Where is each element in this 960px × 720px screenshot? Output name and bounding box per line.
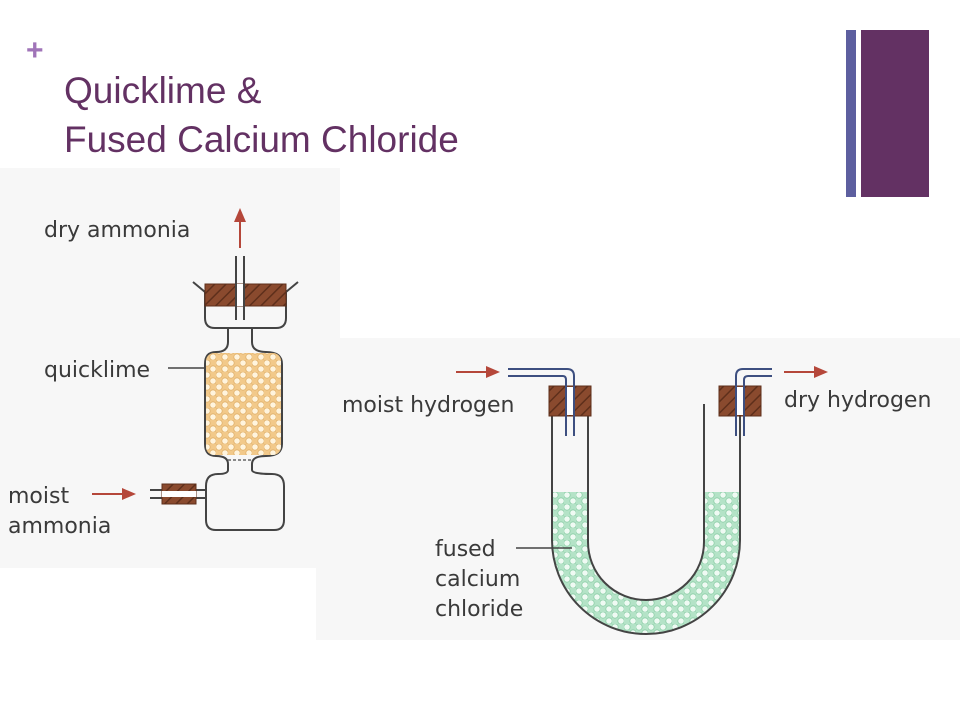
- title-line-2: Fused Calcium Chloride: [64, 119, 459, 160]
- label-dry-ammonia: dry ammonia: [44, 218, 190, 243]
- moist-ammonia-arrow: [92, 488, 136, 500]
- label-moist: moist: [8, 484, 69, 509]
- label-calcium: calcium: [435, 567, 520, 592]
- accent-thin-bar: [846, 30, 856, 197]
- top-cork: [204, 283, 287, 307]
- bullet-plus: +: [26, 34, 44, 67]
- label-moist-hydrogen: moist hydrogen: [342, 393, 514, 418]
- label-chloride: chloride: [435, 597, 523, 622]
- u-tube-apparatus: moist hydrogen dry hydrogen fused calciu…: [342, 366, 931, 635]
- title-line-1: Quicklime &: [64, 70, 262, 111]
- label-dry-hydrogen: dry hydrogen: [784, 388, 931, 413]
- dry-hydrogen-arrow: [784, 366, 828, 378]
- label-quicklime: quicklime: [44, 358, 150, 383]
- slide-title: Quicklime & Fused Calcium Chloride: [64, 66, 459, 164]
- label-ammonia: ammonia: [8, 514, 111, 539]
- accent-bar: [861, 30, 929, 197]
- dry-ammonia-arrow: [234, 208, 246, 248]
- label-fused: fused: [435, 537, 496, 562]
- quicklime-fill: [206, 353, 281, 455]
- quicklime-drying-tower: dry ammonia quicklime moist ammonia: [8, 208, 299, 539]
- moist-hydrogen-arrow: [456, 366, 500, 378]
